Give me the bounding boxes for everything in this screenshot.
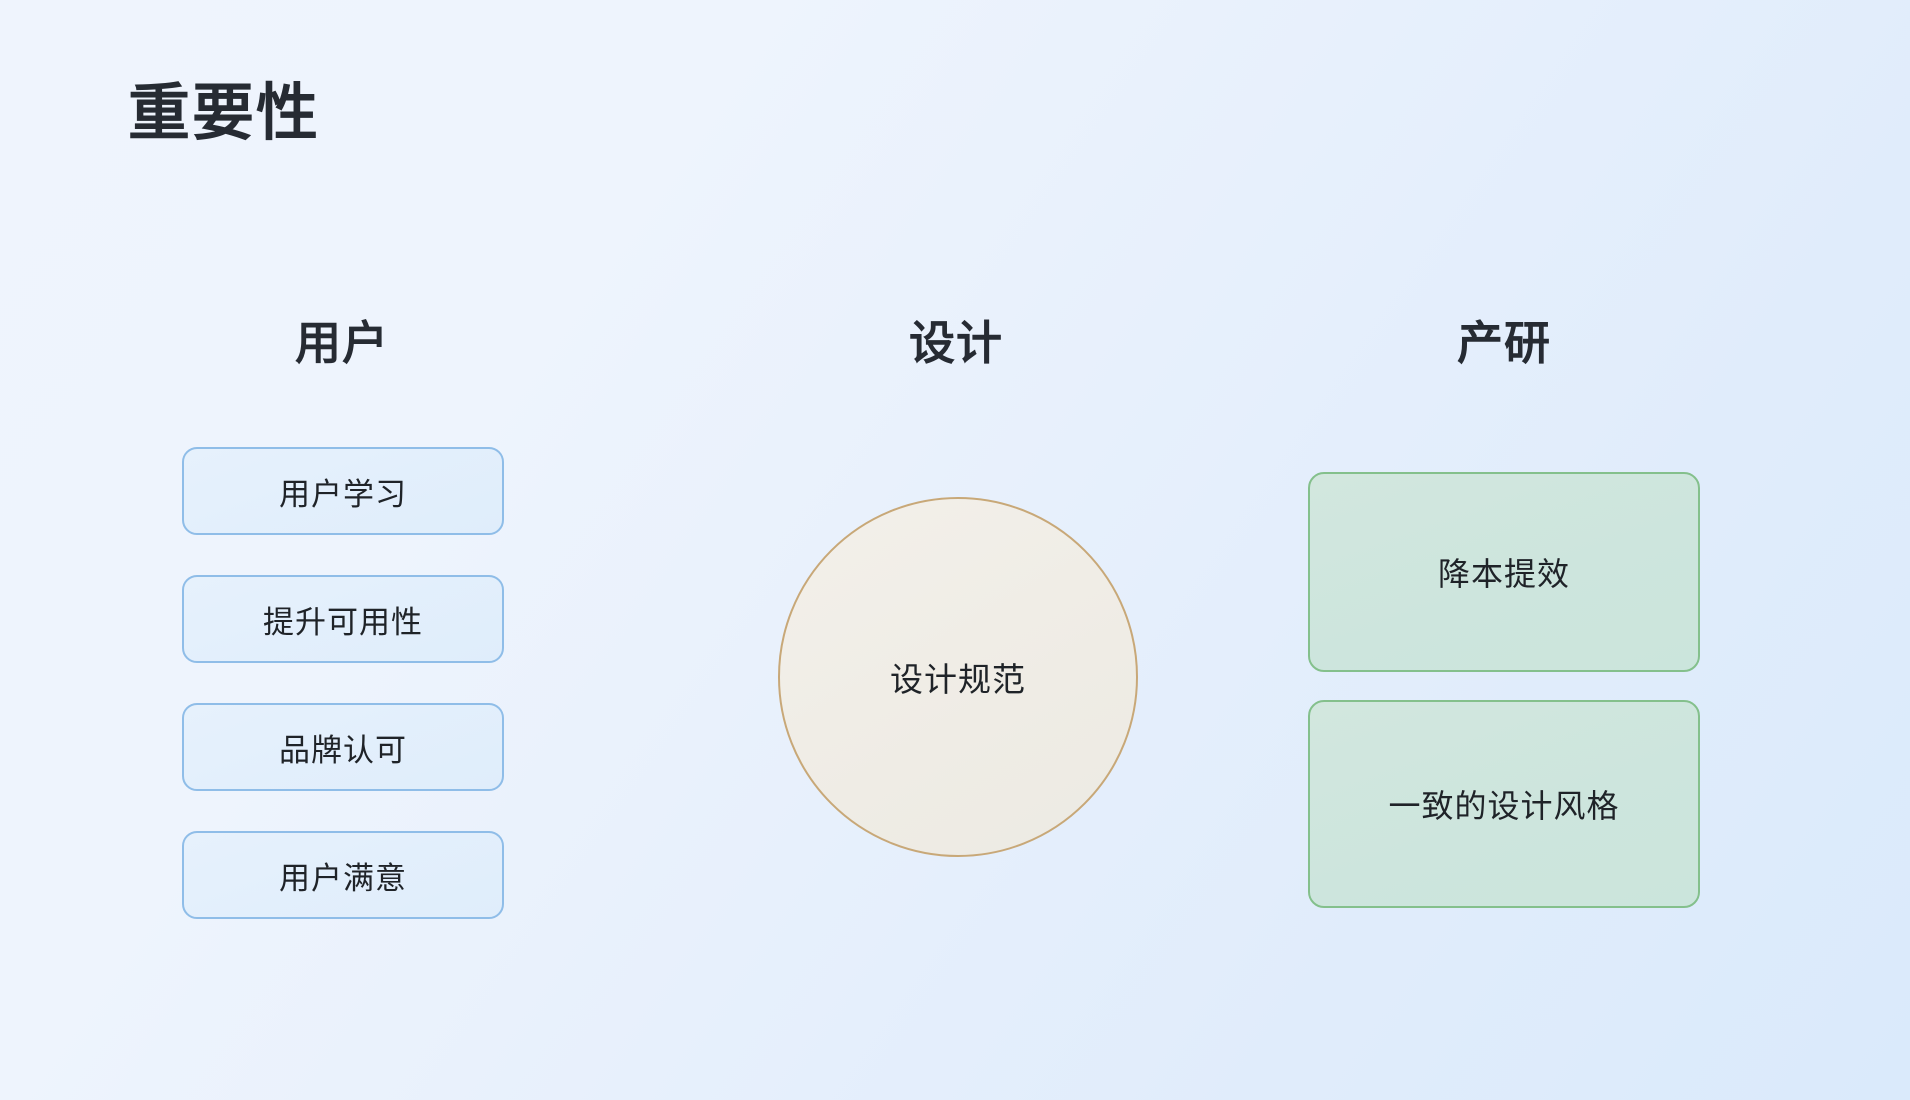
- product-item-label: 降本提效: [1437, 556, 1570, 592]
- user-item-label: 提升可用性: [263, 604, 423, 640]
- user-item-label: 用户满意: [279, 860, 407, 896]
- product-item-card[interactable]: 一致的设计风格: [1308, 700, 1700, 908]
- design-spec-circle[interactable]: 设计规范: [778, 497, 1138, 857]
- product-item-card[interactable]: 降本提效: [1308, 472, 1700, 672]
- user-item-label: 品牌认可: [279, 732, 407, 768]
- product-column: 降本提效 一致的设计风格: [1308, 472, 1700, 908]
- column-header-user: 用户: [295, 317, 389, 369]
- product-item-label: 一致的设计风格: [1388, 788, 1620, 824]
- column-header-product: 产研: [1457, 317, 1551, 369]
- user-item-card[interactable]: 用户学习: [182, 447, 504, 535]
- user-item-card[interactable]: 用户满意: [182, 831, 504, 919]
- user-item-card[interactable]: 品牌认可: [182, 703, 504, 791]
- column-header-design: 设计: [909, 317, 1003, 369]
- user-item-card[interactable]: 提升可用性: [182, 575, 504, 663]
- user-column: 用户学习 提升可用性 品牌认可 用户满意: [182, 447, 504, 919]
- page-title: 重要性: [128, 79, 321, 148]
- user-item-label: 用户学习: [279, 476, 407, 512]
- design-spec-label: 设计规范: [890, 661, 1026, 698]
